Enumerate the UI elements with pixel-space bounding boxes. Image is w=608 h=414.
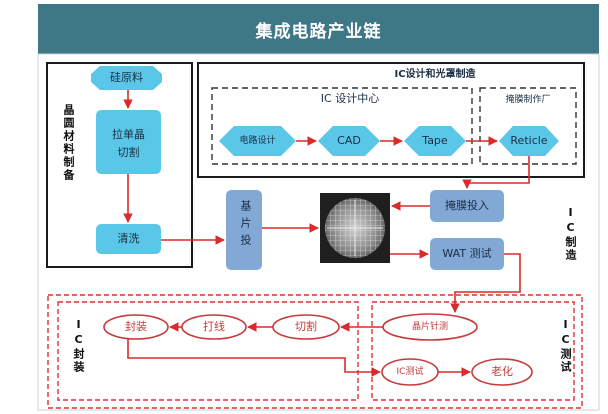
packaging-label: IC封装 (72, 318, 85, 374)
node-wire-bond-label: 打线 (203, 320, 225, 333)
node-ic-test-label: IC测试 (396, 367, 424, 377)
node-cad-label: CAD (337, 134, 361, 147)
node-package (103, 314, 169, 340)
testing-label: IC测试 (559, 318, 572, 374)
node-circuit-design (219, 126, 296, 156)
design-mask-label: IC设计和光罩制造 (394, 69, 476, 80)
node-dicing-label: 切割 (295, 320, 317, 333)
mask-factory-box (479, 87, 577, 165)
design-center-label: IC 设计中心 (320, 92, 380, 105)
packaging-box (57, 301, 359, 401)
diagram-title: 集成电路产业链 (38, 4, 599, 54)
node-wat-label: WAT 测试 (442, 247, 492, 260)
node-wat (430, 238, 504, 270)
pkg-test-outer-box (47, 294, 583, 409)
manufacturing-label: IC制造 (564, 206, 577, 262)
node-clean (96, 224, 161, 254)
node-mask-input (430, 190, 504, 222)
node-cad (318, 126, 380, 156)
node-reticle (499, 126, 559, 156)
design-mask-box (197, 62, 585, 178)
outer-frame (37, 53, 600, 411)
mask-factory-label: 掩膜制作厂 (505, 95, 551, 105)
arrow-package-ictest (127, 339, 381, 377)
node-aging-label: 老化 (491, 365, 513, 378)
node-silicon (91, 66, 162, 90)
node-circuit-design-label: 电路设计 (239, 136, 276, 146)
node-substrate-label: 基片投 (239, 200, 252, 251)
node-package-label: 封装 (125, 320, 147, 333)
design-center-box (211, 87, 473, 165)
node-tape (404, 126, 466, 156)
wafer-image (320, 193, 390, 263)
node-clean-label: 清洗 (117, 232, 140, 245)
node-silicon-label: 硅原料 (110, 71, 143, 84)
node-wafer-probe-label: 晶片针测 (411, 322, 448, 332)
node-cut-label: 切割 (117, 146, 140, 159)
materials-label: 晶圆材料制备 (62, 104, 75, 182)
arrow-wat-probe (450, 253, 521, 313)
node-crystal-label: 拉单晶 (112, 128, 145, 141)
node-substrate (226, 190, 262, 270)
node-reticle-label: Reticle (510, 134, 548, 147)
testing-box (371, 301, 575, 401)
node-aging (471, 358, 533, 386)
arrow-reticle-maskinput (462, 156, 530, 189)
node-mask-input-label: 掩膜投入 (445, 199, 489, 212)
node-tape-label: Tape (422, 134, 448, 147)
node-crystal-cut (96, 110, 161, 174)
